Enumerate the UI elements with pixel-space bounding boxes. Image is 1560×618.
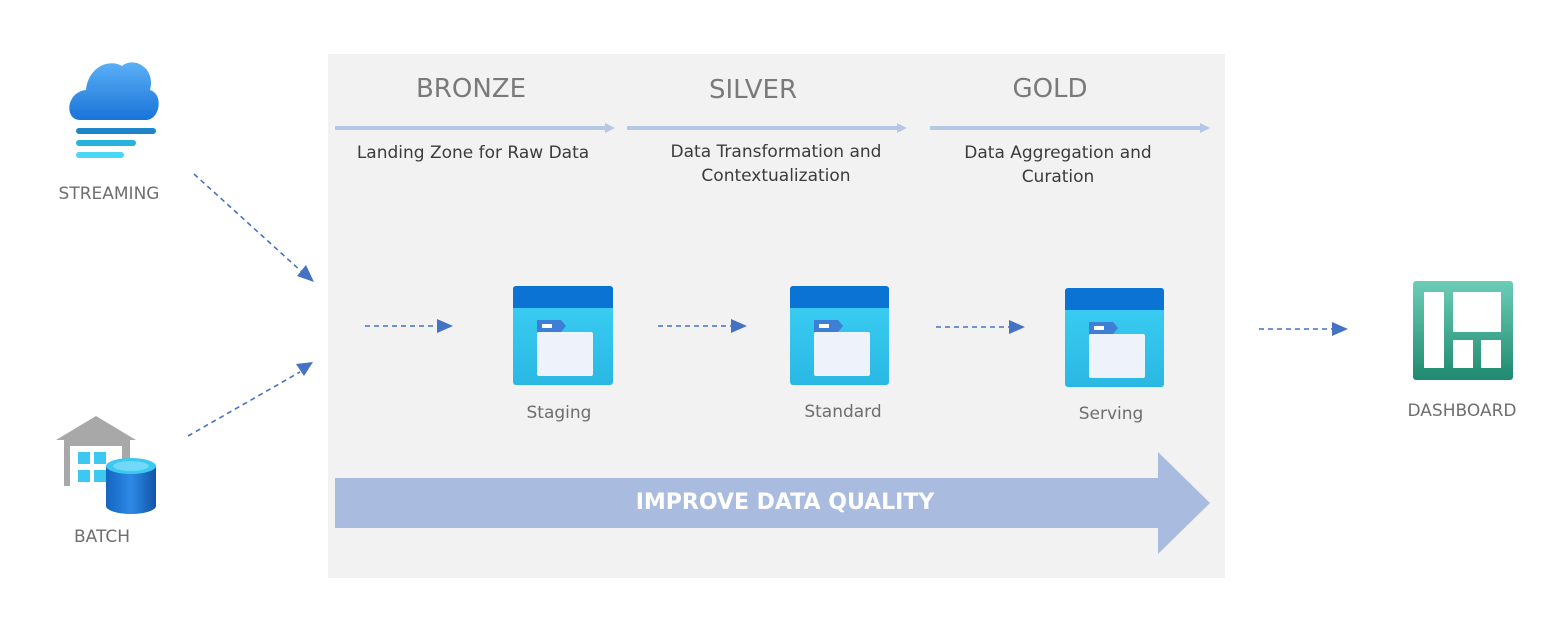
tier-title-bronze: BRONZE xyxy=(415,74,527,104)
serving-folder-icon xyxy=(1065,288,1164,387)
tier-description-line: Curation xyxy=(1021,167,1095,187)
cloud-streaming-icon xyxy=(69,62,159,158)
tier-description-line: Data Aggregation and xyxy=(964,143,1152,163)
tier-description-line: Contextualization xyxy=(701,166,851,186)
tier-description-line: Landing Zone for Raw Data xyxy=(356,143,590,163)
dashboard-label: DASHBOARD xyxy=(1407,401,1517,421)
tier-description-silver: Data Transformation and Contextualizatio… xyxy=(636,140,916,188)
tier-description-line: Data Transformation and xyxy=(670,142,882,162)
tier-title-silver: SILVER xyxy=(708,75,798,105)
batch-flow-arrow xyxy=(187,371,301,437)
store-label-serving: Serving xyxy=(1078,404,1144,424)
store-label-standard: Standard xyxy=(804,402,882,422)
standard-folder-icon xyxy=(790,286,889,385)
store-label-staging: Staging xyxy=(526,403,592,423)
tier-description-bronze: Landing Zone for Raw Data xyxy=(333,141,613,165)
tier-title-gold: GOLD xyxy=(1012,74,1088,104)
tier-description-gold: Data Aggregation and Curation xyxy=(918,141,1198,189)
warehouse-database-icon xyxy=(56,416,156,514)
flow-arrowheads xyxy=(296,265,1348,376)
streaming-flow-arrow xyxy=(193,173,303,273)
staging-folder-icon xyxy=(513,286,613,385)
tier-lines xyxy=(335,123,1210,133)
streaming-label: STREAMING xyxy=(58,184,160,204)
dashboard-icon xyxy=(1413,281,1513,380)
improve-quality-arrow-shape xyxy=(335,452,1210,554)
improve-quality-label: IMPROVE DATA QUALITY xyxy=(635,490,935,515)
batch-label: BATCH xyxy=(73,527,130,547)
